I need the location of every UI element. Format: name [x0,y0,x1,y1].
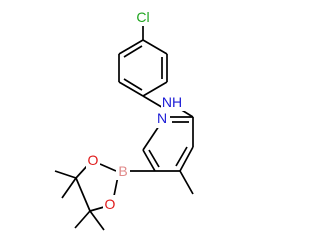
bond-c4p-c3p-double [175,146,188,167]
bond-ca-methyl-2 [61,177,77,199]
bond-c6p-c5p [142,149,156,172]
molecule-structure-diagram: Cl NH N B O O [54,8,194,231]
oxygen-upper-label: O [88,152,99,168]
bond-cb-methyl-1 [74,210,91,229]
chlorine-label: Cl [136,9,149,25]
bond-b-o1 [99,163,117,172]
bond-c6p-c5p-double [148,149,160,168]
bond-o2-cb [89,206,105,212]
bond-c4-c5 [142,81,168,97]
bond-ca-cb [75,177,91,212]
amine-nh-label: NH [162,94,182,110]
bond-c3-c4 [118,81,144,97]
bond-c1-c2-double [123,45,143,58]
bond-c1-c2 [118,39,144,55]
bond-c6-c1 [142,39,168,55]
pyridine-nitrogen-label: N [157,110,167,126]
bond-c3-c4-double [123,78,143,91]
bond-c4p-methyl [179,170,194,195]
bonds [54,25,194,231]
boron-label: B [118,163,127,179]
bond-np-c6p [142,125,160,151]
oxygen-lower-label: O [105,196,116,212]
atom-labels: Cl NH N B O O [86,8,187,213]
bond-o1-ca [75,165,88,179]
bond-ca-methyl-1 [54,170,77,179]
bond-c4p-c3p [179,146,194,172]
bond-cb-methyl-2 [89,210,105,231]
